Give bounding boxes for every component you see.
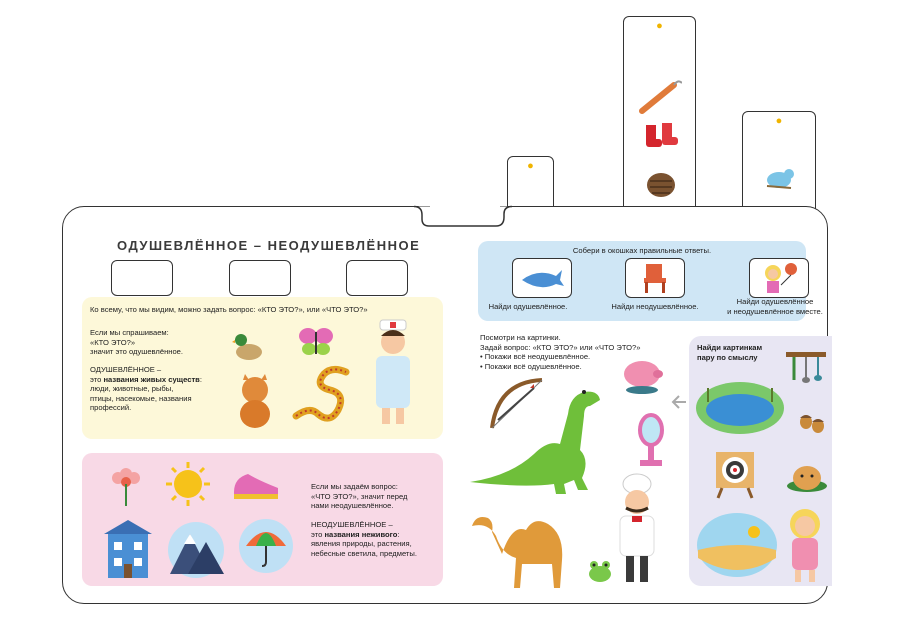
camel-icon (472, 517, 563, 588)
cat-icon (240, 374, 270, 428)
task-label-3a: Найди одушевлённое (736, 297, 814, 306)
card-chair[interactable] (625, 258, 685, 298)
answer-slot-3[interactable] (346, 260, 408, 296)
flower-icon (112, 468, 140, 506)
house-icon (104, 520, 152, 578)
sneaker-icon (234, 474, 278, 499)
pig-icon (624, 361, 663, 394)
duck-icon (232, 334, 262, 360)
animate-question-text: Если мы спрашиваем: «КТО ЭТО?» значит эт… (90, 328, 184, 357)
answer-strip-middle[interactable]: ● (623, 16, 696, 234)
girl-icon (790, 509, 820, 582)
chair-icon (644, 264, 666, 293)
task-label-3b: и неодушевлённое вместе. (727, 307, 823, 316)
mirror-icon (638, 413, 664, 466)
mountains-icon (168, 522, 224, 578)
inanimate-definition-text: НЕОДУШЕВЛЁННОЕ – это названия неживого: … (311, 520, 417, 558)
pin-icon: ● (775, 115, 783, 127)
answer-slot-1[interactable] (111, 260, 173, 296)
animate-intro-text: Ко всему, что мы видим, можно задать воп… (90, 305, 368, 314)
pairs-heading: Найди картинкам пару по смыслу (697, 343, 763, 362)
lake-icon (696, 382, 784, 434)
doctor-icon (376, 319, 410, 424)
target-icon (716, 452, 754, 499)
umbrella-icon (639, 80, 682, 114)
dinosaur-icon (470, 390, 600, 494)
card-shark[interactable] (512, 258, 572, 298)
snake-icon (292, 365, 350, 422)
butterfly-icon (299, 328, 333, 355)
boots-icon (646, 123, 678, 147)
pinecone-icon (647, 173, 675, 197)
girl-balloon-icon (765, 263, 797, 293)
acorns-icon (800, 415, 824, 433)
inanimate-question-text: Если мы задаём вопрос: «ЧТО ЭТО?», значи… (311, 482, 408, 511)
umbrella-rainbow-icon (239, 519, 293, 573)
desert-icon (697, 513, 777, 577)
answer-slot-2[interactable] (229, 260, 291, 296)
pin-icon: ● (527, 160, 534, 172)
cook-icon (619, 473, 655, 582)
sun-icon (166, 462, 210, 506)
board-notch-outline (414, 205, 513, 227)
look-instructions: Посмотри на картинки. Задай вопрос: «КТО… (480, 333, 641, 371)
page-title: ОДУШЕВЛЁННОЕ – НЕОДУШЕВЛЁННОЕ (117, 238, 421, 253)
task-label-2: Найди неодушевлённое. (611, 302, 699, 311)
bow-icon (490, 378, 543, 429)
arrow-left-icon (671, 395, 686, 409)
frog-icon (589, 561, 611, 582)
shark-icon (522, 270, 564, 288)
pin-icon: ● (656, 20, 663, 32)
bird-icon (766, 169, 794, 189)
bun-icon (787, 466, 827, 492)
task-label-1: Найди одушевлённое. (488, 302, 568, 311)
kitchen-utensils-icon (786, 352, 826, 383)
card-girl-balloon[interactable] (749, 258, 809, 298)
task-heading: Собери в окошках правильные ответы. (572, 246, 712, 255)
animate-definition-text: ОДУШЕВЛЁННОЕ – это названия живых сущест… (90, 365, 202, 413)
